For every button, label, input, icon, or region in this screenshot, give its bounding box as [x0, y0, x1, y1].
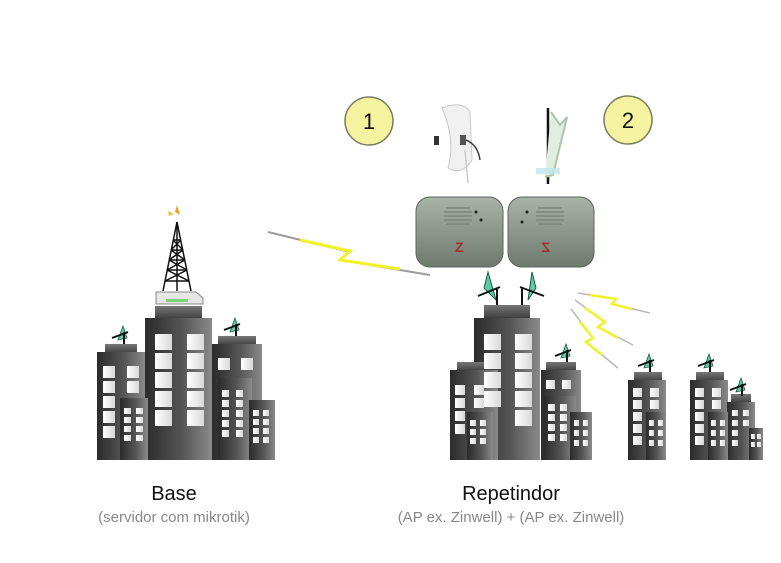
wireless-link-repeater-to-clients: [570, 292, 651, 369]
base-sublabel: (servidor com mikrotik): [98, 509, 250, 526]
access-point-right: Z: [507, 196, 595, 268]
base-building-cluster: [97, 205, 275, 460]
client-antenna-icon: [729, 377, 747, 397]
base-label: Base: [151, 483, 197, 505]
signal-spark-icon: [175, 205, 180, 215]
client-antenna-icon: [554, 343, 572, 363]
repeater-sublabel: (AP ex. Zinwell) + (AP ex. Zinwell): [397, 509, 625, 526]
client-antenna-icon: [637, 353, 655, 373]
panel-antenna-icon: [536, 108, 568, 184]
zinwell-logo-right: Z: [541, 239, 550, 255]
client-antenna-icon: [111, 325, 129, 345]
sector-antenna-left-icon: [477, 270, 501, 306]
grid-dish-antenna-icon: [434, 104, 481, 184]
client-building-1: [628, 353, 666, 460]
radio-tower-icon: [162, 221, 192, 292]
client-building-2: [690, 353, 763, 460]
badge-2-number: 2: [622, 108, 634, 133]
access-point-left: Z: [415, 196, 504, 268]
client-antenna-icon: [697, 353, 715, 373]
badge-1-number: 1: [363, 109, 375, 134]
sector-antenna-right-icon: [519, 271, 545, 306]
repeater-building-cluster: [450, 270, 592, 460]
repeater-label: Repetindor: [462, 483, 560, 505]
wireless-link-base-to-repeater: [267, 231, 431, 276]
badge-2: 2: [603, 95, 653, 145]
badge-1: 1: [344, 96, 394, 146]
mikrotik-router-icon: [155, 291, 204, 305]
zinwell-logo-left: Z: [455, 239, 464, 255]
client-antenna-icon: [223, 317, 241, 337]
